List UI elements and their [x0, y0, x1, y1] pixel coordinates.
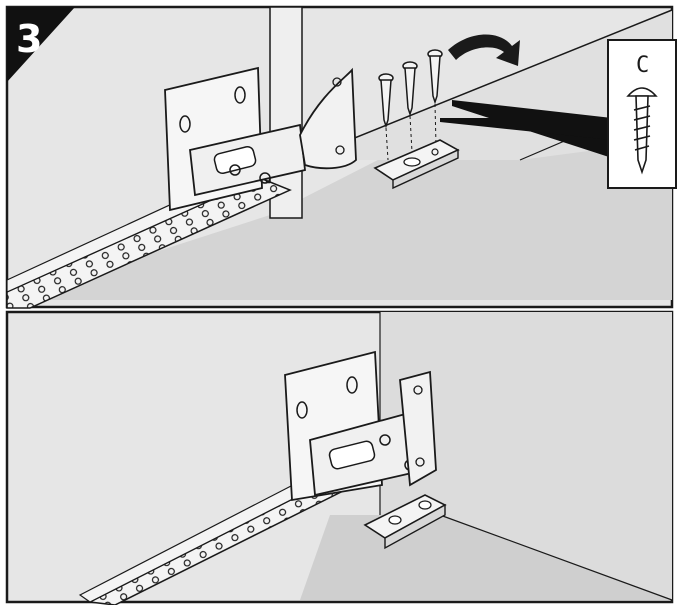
hinge-icon	[284, 350, 437, 502]
hinge-icon	[164, 66, 357, 212]
step-number-badge: 3	[7, 7, 75, 82]
back-wall	[380, 312, 672, 600]
part-callout-box: C	[607, 39, 677, 189]
mounting-plate-icon	[363, 494, 447, 550]
screw-icon	[378, 49, 443, 129]
part-letter-label: C	[636, 53, 649, 78]
top-panel: C 3	[5, 5, 677, 309]
bottom-panel	[5, 310, 674, 605]
curved-arrow-icon	[448, 34, 520, 66]
screw-guide-lines	[385, 103, 437, 161]
step-number: 3	[16, 17, 42, 61]
cabinet-floor	[7, 10, 672, 300]
mounting-plate-icon	[373, 139, 460, 190]
screw-icon	[626, 87, 658, 175]
